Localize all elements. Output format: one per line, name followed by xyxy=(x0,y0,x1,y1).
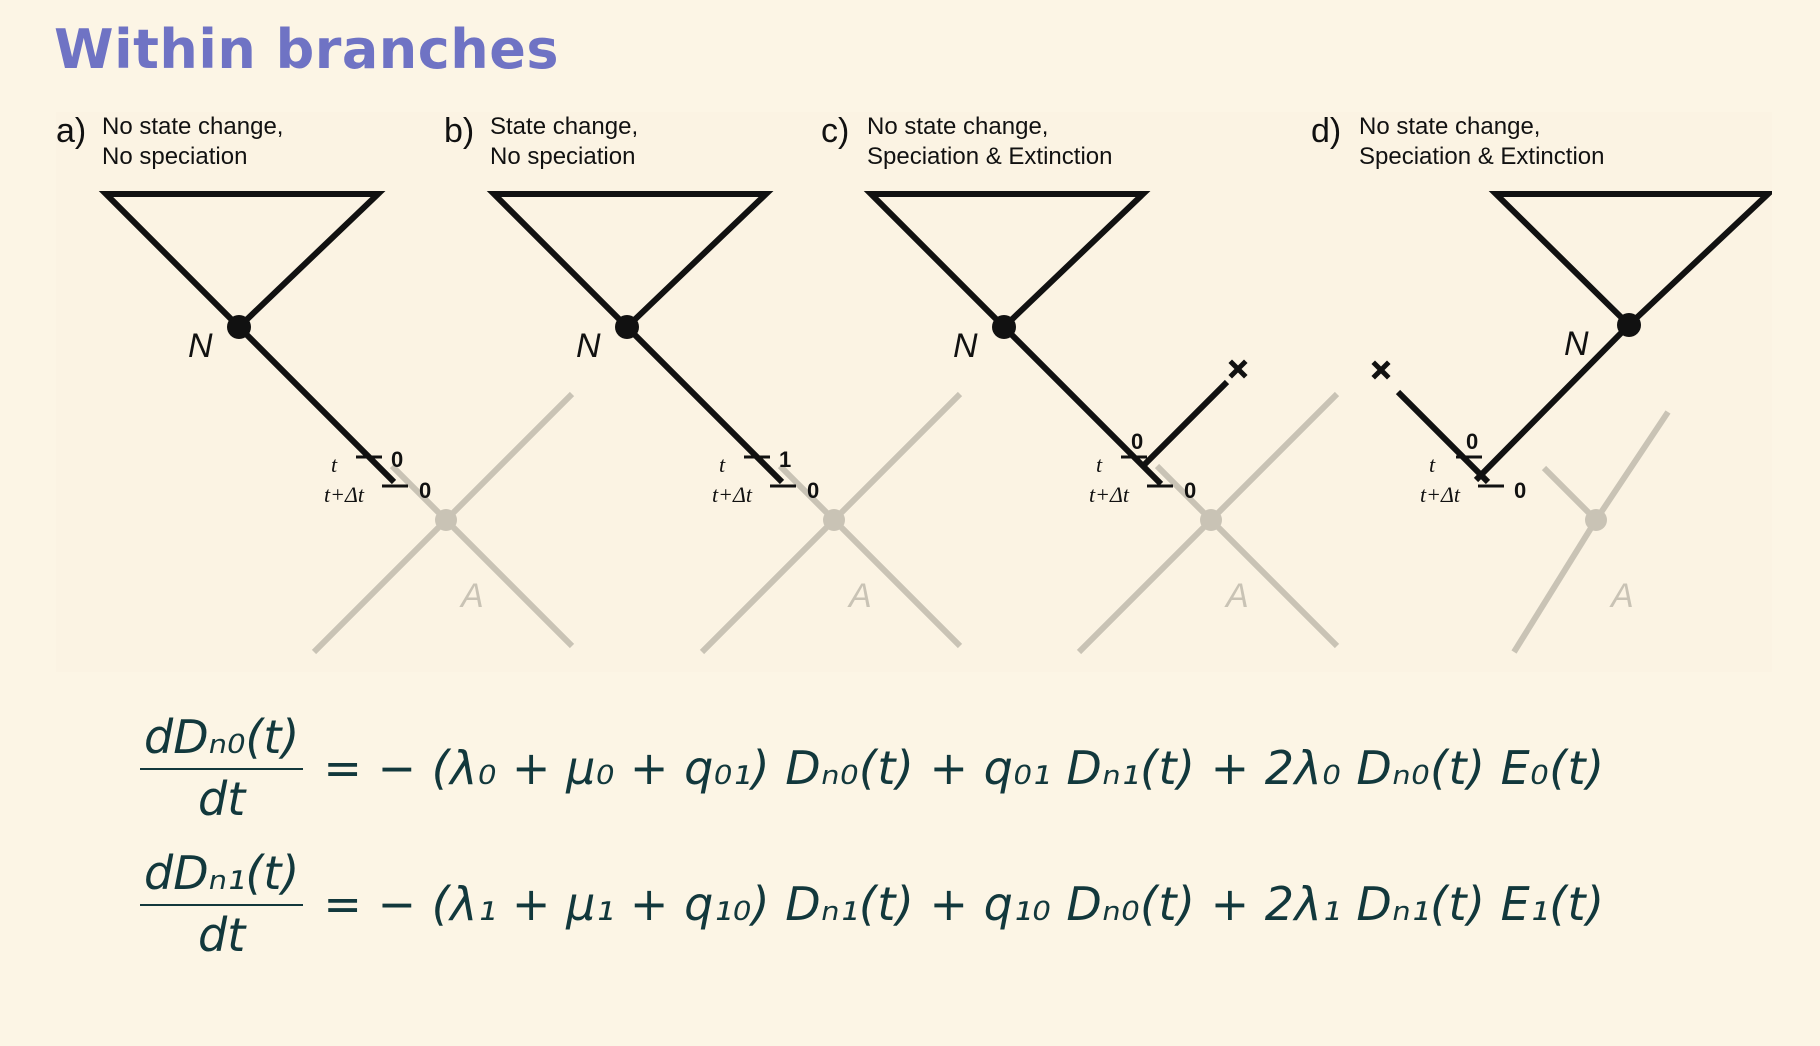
faded-branch xyxy=(831,391,963,523)
panel-d: d) No state change, Speciation & Extinct… xyxy=(1311,112,1772,654)
extinction-cross-icon xyxy=(1228,359,1248,379)
branch-segment xyxy=(1001,324,1164,487)
panel-a: a) No state change, No speciation A N t … xyxy=(56,112,575,655)
equation-state-0: dDₙ₀(t) dt = − (λ₀ + μ₀ + q₀₁) Dₙ₀(t) + … xyxy=(140,700,1605,836)
fraction-numerator: dDₙ₁(t) xyxy=(140,846,304,906)
faded-branch xyxy=(389,463,575,649)
faded-branch xyxy=(1541,465,1599,523)
time-t-label: t xyxy=(1429,452,1436,477)
panel-caption-line2: No speciation xyxy=(102,143,247,170)
panel-caption-line1: No state change, xyxy=(867,113,1048,140)
ancestor-node xyxy=(435,509,457,531)
panel-caption-line2: No speciation xyxy=(490,143,635,170)
node-label: N xyxy=(188,327,213,365)
subtree-triangle xyxy=(486,191,774,330)
faded-branch xyxy=(777,463,963,649)
panel-b: b) State change, No speciation A N t t+Δ… xyxy=(444,112,963,655)
panel-caption-line1: No state change, xyxy=(1359,113,1540,140)
slide-title: Within branches xyxy=(54,18,559,81)
branch-segment xyxy=(236,324,397,485)
panel-caption-line2: Speciation & Extinction xyxy=(867,143,1112,170)
equation-block: dDₙ₀(t) dt = − (λ₀ + μ₀ + q₀₁) Dₙ₀(t) + … xyxy=(140,700,1605,972)
state-at-tdt: 0 xyxy=(807,478,819,503)
equation-rhs: = − (λ₀ + μ₀ + q₀₁) Dₙ₀(t) + q₀₁ Dₙ₁(t) … xyxy=(323,741,1605,795)
state-at-tdt: 0 xyxy=(1184,478,1196,503)
faded-branch xyxy=(699,517,837,655)
fraction-numerator: dDₙ₀(t) xyxy=(140,710,304,770)
panel-c: c) No state change, Speciation & Extinct… xyxy=(821,112,1340,655)
faded-branch xyxy=(443,391,575,523)
panel-letter: b) xyxy=(444,112,474,150)
state-at-t: 0 xyxy=(1466,429,1478,454)
extinct-lineage xyxy=(1395,389,1491,485)
branch-segment xyxy=(624,324,785,485)
state-at-t: 1 xyxy=(779,447,791,472)
extinct-lineage xyxy=(1140,379,1230,469)
faded-branch xyxy=(1076,517,1214,655)
time-tdt-label: t+Δt xyxy=(1420,482,1461,507)
derivative-fraction: dDₙ₀(t) dt xyxy=(140,710,304,826)
node-N xyxy=(615,315,639,339)
time-tdt-label: t+Δt xyxy=(712,482,753,507)
panel-letter: d) xyxy=(1311,112,1341,150)
diagram-figure: a) No state change, No speciation A N t … xyxy=(56,112,1772,655)
panel-letter: c) xyxy=(821,112,849,150)
time-t-label: t xyxy=(1096,452,1103,477)
ancestor-label: A xyxy=(847,577,872,615)
state-at-t: 0 xyxy=(391,447,403,472)
equation-state-1: dDₙ₁(t) dt = − (λ₁ + μ₁ + q₁₀) Dₙ₁(t) + … xyxy=(140,836,1605,972)
equation-rhs: = − (λ₁ + μ₁ + q₁₀) Dₙ₁(t) + q₁₀ Dₙ₀(t) … xyxy=(323,877,1605,931)
branch-segment xyxy=(1473,322,1632,483)
node-N xyxy=(1617,313,1641,337)
node-label: N xyxy=(576,327,601,365)
subtree-triangle xyxy=(863,191,1151,330)
node-N xyxy=(992,315,1016,339)
faded-branch xyxy=(1511,518,1599,654)
ancestor-label: A xyxy=(1224,577,1249,615)
panel-caption-line2: Speciation & Extinction xyxy=(1359,143,1604,170)
faded-branch xyxy=(1593,410,1671,522)
fraction-denominator: dt xyxy=(198,772,246,826)
time-tdt-label: t+Δt xyxy=(324,482,365,507)
fraction-denominator: dt xyxy=(198,908,246,962)
state-at-tdt: 0 xyxy=(1514,478,1526,503)
time-t-label: t xyxy=(719,452,726,477)
panel-caption-line1: No state change, xyxy=(102,113,283,140)
state-at-t: 0 xyxy=(1131,429,1143,454)
time-t-label: t xyxy=(331,452,338,477)
node-N xyxy=(227,315,251,339)
ancestor-label: A xyxy=(459,577,484,615)
panel-caption-line1: State change, xyxy=(490,113,638,140)
diagram-panel: a) No state change, No speciation A N t … xyxy=(56,112,1772,672)
faded-branch xyxy=(1154,463,1340,649)
subtree-triangle xyxy=(98,191,386,330)
ancestor-label: A xyxy=(1609,577,1634,615)
ancestor-node xyxy=(1200,509,1222,531)
faded-branch xyxy=(1208,391,1340,523)
node-label: N xyxy=(953,327,978,365)
derivative-fraction: dDₙ₁(t) dt xyxy=(140,846,304,962)
faded-branch xyxy=(311,517,449,655)
ancestor-node xyxy=(1585,509,1607,531)
node-label: N xyxy=(1564,325,1589,363)
extinction-cross-icon xyxy=(1371,360,1391,380)
panel-letter: a) xyxy=(56,112,86,150)
time-tdt-label: t+Δt xyxy=(1089,482,1130,507)
ancestor-node xyxy=(823,509,845,531)
subtree-triangle xyxy=(1488,191,1772,328)
state-at-tdt: 0 xyxy=(419,478,431,503)
